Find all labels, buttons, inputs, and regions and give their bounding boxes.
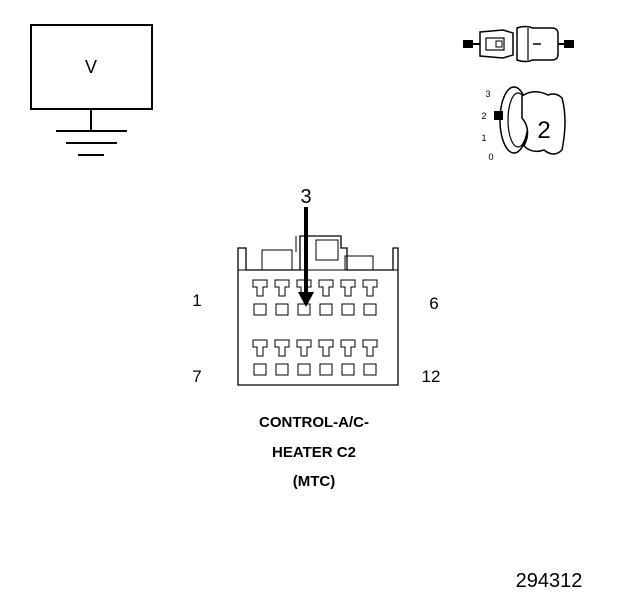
ignition-position-2: 2 xyxy=(481,111,486,121)
cavity-terminal xyxy=(297,363,311,376)
cavity-terminal xyxy=(363,303,377,316)
connector-face xyxy=(237,235,399,386)
pin-label-bottom-right: 12 xyxy=(422,367,441,386)
cavity-latch xyxy=(252,279,268,297)
ignition-position-3: 3 xyxy=(485,89,490,99)
cavity-terminal xyxy=(275,363,289,376)
pin-label-top-right: 6 xyxy=(429,294,438,313)
cavity-terminal xyxy=(253,303,267,316)
cavity-latch xyxy=(340,339,356,357)
connector-plug-icon xyxy=(463,25,574,63)
pin-label-top-left: 1 xyxy=(192,291,201,310)
cavity-latch xyxy=(274,279,290,297)
cavity-terminal xyxy=(253,363,267,376)
cavity-latch xyxy=(274,339,290,357)
connector-name-line-2: HEATER C2 xyxy=(272,444,356,461)
cavity-latch xyxy=(340,279,356,297)
ignition-step-number: 2 xyxy=(537,117,550,144)
cavity-terminal xyxy=(341,303,355,316)
probe-arrow-icon xyxy=(298,207,314,307)
cavity-terminal xyxy=(275,303,289,316)
cavity-latch xyxy=(296,339,312,357)
cavity-terminal xyxy=(341,363,355,376)
pin-label-bottom-left: 7 xyxy=(192,367,201,386)
cavity-terminal xyxy=(319,363,333,376)
connector-name-line-3: (MTC) xyxy=(293,473,335,490)
ground-symbol-icon xyxy=(56,130,127,156)
cavity-terminal xyxy=(363,363,377,376)
cavity-latch xyxy=(318,279,334,297)
connector-name-line-1: CONTROL-A/C- xyxy=(259,414,369,431)
voltmeter: V xyxy=(30,24,153,156)
cavity-latch xyxy=(318,339,334,357)
ignition-position-1: 1 xyxy=(481,133,486,143)
cavity-latch xyxy=(362,279,378,297)
cavity-latch xyxy=(362,339,378,357)
connector-cavities xyxy=(252,279,378,376)
cavity-terminal xyxy=(297,303,311,316)
cavity-latch xyxy=(252,339,268,357)
voltmeter-label: V xyxy=(85,57,97,77)
figure-id: 294312 xyxy=(516,570,583,592)
probe-step-number: 3 xyxy=(300,186,311,208)
ignition-position-0: 0 xyxy=(488,152,493,162)
cavity-terminal xyxy=(319,303,333,316)
ignition-switch-icon: 3 2 1 0 2 xyxy=(481,86,566,162)
